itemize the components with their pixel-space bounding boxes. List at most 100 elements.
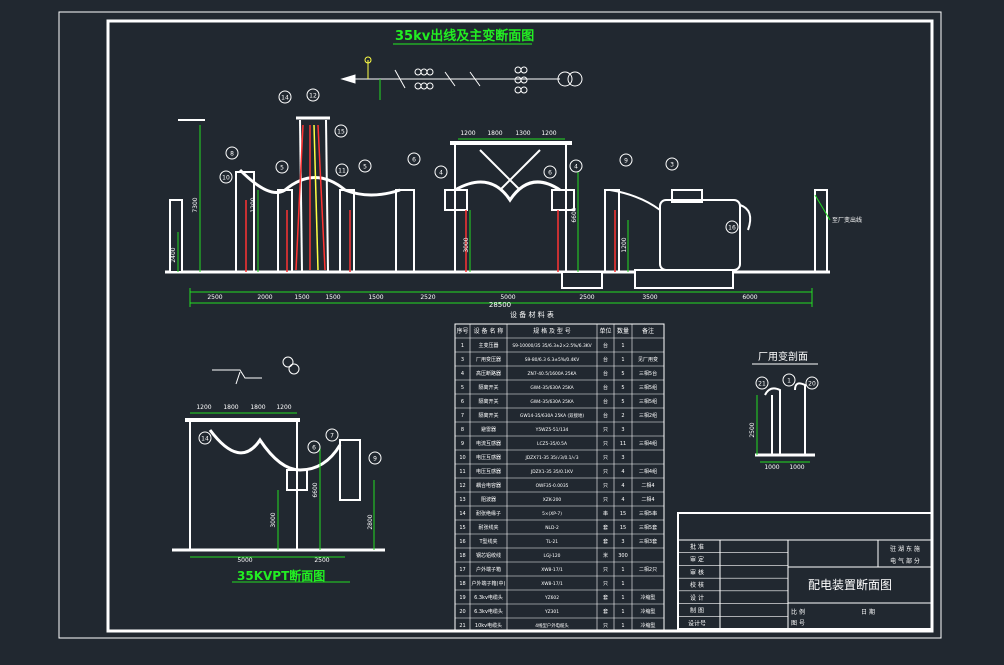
table-cell: 1 xyxy=(621,567,624,573)
titleblock-row-label: 设计号 xyxy=(688,619,706,627)
main-callout-circle xyxy=(569,159,583,173)
title-block: 批 准审 定审 核校 核设 计制 图设计号驻 湖 东 施电 气 部 分比 例日 … xyxy=(677,512,933,630)
table-cell: 户外端子箱(中) xyxy=(472,580,506,587)
table-cell: 16 xyxy=(459,539,465,545)
table-cell: 5×(XP-7) xyxy=(542,511,562,517)
table-cell: 阻波器 xyxy=(481,496,496,503)
main-callout-circle xyxy=(358,159,372,173)
table-cell: 1 xyxy=(461,343,464,349)
main-dim-bottom-label: 1500 xyxy=(368,294,383,301)
table-cell: NLD-2 xyxy=(545,525,559,531)
table-cell: 串 xyxy=(603,511,608,517)
main-dim-top-label: 1300 xyxy=(515,130,530,137)
main-callout: 15 xyxy=(337,129,345,136)
main-callout: 3 xyxy=(670,162,674,169)
table-cell: 见厂用变 xyxy=(638,356,658,363)
table-cell: 14 xyxy=(459,511,465,517)
main-dim-vertical-label: 6600 xyxy=(571,207,578,222)
table-cell: GW4-35/630A 25KA xyxy=(530,399,573,405)
table-header: 设 备 名 称 xyxy=(474,327,504,335)
table-cell: 15 xyxy=(620,511,626,517)
main-dim-total: 28500 xyxy=(489,301,511,309)
main-elevation xyxy=(165,116,830,289)
table-cell: 1 xyxy=(621,357,624,363)
pt-callout: 9 xyxy=(373,456,377,463)
main-callout-circle xyxy=(275,160,289,174)
pt-dim-top-label: 1800 xyxy=(223,404,238,411)
table-cell: 19 xyxy=(459,595,465,601)
main-callout: 6 xyxy=(548,170,552,177)
table-cell: 4 xyxy=(461,371,464,377)
table-cell: YZ602 xyxy=(544,595,559,601)
main-callout: 14 xyxy=(281,95,289,102)
station-callout: 20 xyxy=(808,381,816,388)
titleblock-row-label: 校 核 xyxy=(690,581,704,589)
main-callout-circle xyxy=(225,146,239,160)
pt-callout-circle xyxy=(325,428,339,442)
main-dim-vertical-label: 2400 xyxy=(170,247,177,262)
table-cell: 12 xyxy=(459,483,465,489)
table-cell: 台 xyxy=(603,384,608,391)
table-cell: 只 xyxy=(603,455,608,461)
main-callout: 9 xyxy=(624,158,628,165)
main-callout-circle xyxy=(543,165,557,179)
titleblock-border xyxy=(677,512,933,630)
table-cell: 只 xyxy=(603,441,608,447)
table-cell: 三相5串 xyxy=(639,510,657,517)
table-cell: 冷缩型 xyxy=(640,622,655,629)
table-cell: 耐张线夹 xyxy=(478,524,498,531)
main-callout-circle xyxy=(219,170,233,184)
table-cell: LCZ5-35/0.5A xyxy=(537,441,567,447)
table-cell: ZN7-40.5/1600A 25KA xyxy=(528,371,577,377)
main-dim-vertical-label: 1200 xyxy=(621,237,628,252)
table-cell: 厂用变压器 xyxy=(476,356,501,363)
table-cell: 3 xyxy=(461,357,464,363)
table-cell: 20 xyxy=(459,609,465,615)
table-cell: 台 xyxy=(603,356,608,363)
table-cell: 耦合电容器 xyxy=(476,482,501,489)
table-cell: 主变压器 xyxy=(478,342,498,349)
table-cell: 只 xyxy=(603,497,608,503)
pt-callout-circle xyxy=(198,431,212,445)
main-callout: 4 xyxy=(439,170,443,177)
table-cell: 套 xyxy=(603,538,608,545)
table-cell: 15 xyxy=(459,525,465,531)
table-cell: 隔离开关 xyxy=(478,412,498,419)
table-cell: 冷缩型 xyxy=(640,594,655,601)
main-callout-circle xyxy=(335,163,349,177)
table-cell: 7 xyxy=(461,413,464,419)
station-callout: 21 xyxy=(758,381,766,388)
main-dim-top-label: 1200 xyxy=(541,130,556,137)
main-dim-bottom-label: 2500 xyxy=(579,294,594,301)
table-cell: 电流互感器 xyxy=(476,440,501,447)
main-callout-circle xyxy=(334,124,348,138)
main-dim-bottom-label: 2520 xyxy=(420,294,435,301)
table-cell: 18 xyxy=(459,581,465,587)
table-cell: JDZX71-35 35/√3/0.1/√3 xyxy=(524,455,578,461)
pt-dim-vertical-label: 3000 xyxy=(270,512,277,527)
station-elevation xyxy=(755,382,815,457)
table-cell: 高压断路器 xyxy=(476,370,501,377)
table-cell: 三相5套 xyxy=(639,524,657,531)
table-cell: 1 xyxy=(621,623,624,629)
main-dim-top-label: 1800 xyxy=(487,130,502,137)
table-cell: 二相4组 xyxy=(639,468,657,475)
table-cell: 3 xyxy=(621,427,624,433)
table-cell: 三相4组 xyxy=(639,440,657,447)
table-header: 序号 xyxy=(456,327,468,335)
pt-callout: 6 xyxy=(312,445,316,452)
table-cell: 3 xyxy=(621,539,624,545)
pt-callout-circle xyxy=(307,440,321,454)
main-dim-vertical-label: 3000 xyxy=(463,237,470,252)
table-cell: LGJ-120 xyxy=(544,553,561,559)
pt-dim-bottom-label: 5000 xyxy=(237,557,252,564)
single-line-diagram xyxy=(340,56,583,100)
main-dim-bottom-label: 5000 xyxy=(500,294,515,301)
table-cell: 5 xyxy=(621,385,624,391)
main-dim-bottom-label: 1500 xyxy=(325,294,340,301)
table-cell: 1 xyxy=(621,609,624,615)
